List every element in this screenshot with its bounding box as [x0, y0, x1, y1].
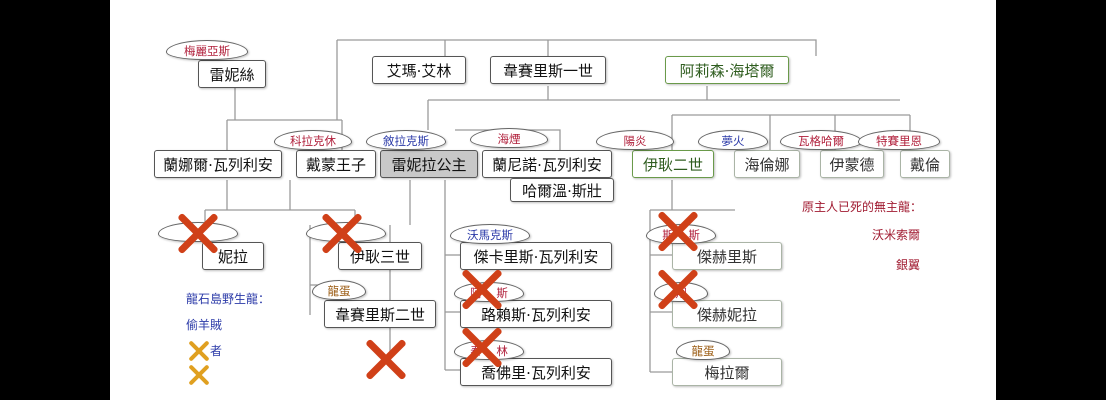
dragon-sunfyre-tag: 陽炎: [596, 130, 674, 150]
dragon-vermax-tag: 沃馬克斯: [450, 224, 530, 244]
note-silverwing: 銀翼: [896, 258, 921, 272]
dragon-egg-tag: 龍蛋: [312, 280, 366, 300]
note-dragonstone-wild: 龍石島野生龍：: [186, 292, 271, 306]
person-lucerys: 路賴斯·瓦列利安: [460, 300, 612, 328]
dragon-tessarion-tag: 特賽里恩: [858, 130, 940, 150]
deceased-cross-icon: [320, 212, 364, 256]
person-viserys-i: 韋賽里斯一世: [490, 56, 606, 84]
dragon-egg-tag: 龍蛋: [676, 340, 730, 360]
person-helaena: 海倫娜: [734, 150, 800, 178]
note-riderless-title: 原主人已死的無主龍：: [802, 200, 923, 214]
person-daemon: 戴蒙王子: [296, 150, 376, 178]
deceased-cross-icon: [460, 326, 504, 370]
person-harwin: 哈爾溫·斯壯: [510, 178, 614, 202]
dragon-seasmoke-tag: 海煙: [470, 128, 548, 148]
deceased-small-cross-icon: [188, 340, 210, 362]
deceased-small-cross-icon: [188, 364, 210, 386]
note-ghost: 者: [210, 344, 223, 358]
deceased-cross-icon: [656, 268, 700, 312]
dragon-meleys-tag: 梅麗亞斯: [166, 40, 248, 60]
person-laena: 蘭娜爾·瓦列利安: [154, 150, 282, 178]
person-aegon-ii: 伊耿二世: [632, 150, 714, 178]
person-viserys-ii: 韋賽里斯二世: [324, 300, 436, 328]
family-tree-canvas: 艾瑪·艾林 韋賽里斯一世 阿莉森·海塔爾 雷妮絲 梅麗亞斯 蘭娜爾·瓦列利安 戴…: [110, 0, 996, 400]
person-laenor: 蘭尼諾·瓦列利安: [482, 150, 612, 178]
person-jacaerys: 傑卡里斯·瓦列利安: [460, 242, 612, 270]
deceased-cross-icon: [364, 338, 408, 382]
person-rhaenys: 雷妮絲: [198, 60, 266, 88]
deceased-cross-icon: [656, 210, 700, 254]
person-emma-arryn: 艾瑪·艾林: [372, 56, 466, 84]
person-daeron: 戴倫: [900, 150, 950, 178]
deceased-cross-icon: [176, 212, 220, 256]
person-aemond: 伊蒙德: [820, 150, 884, 178]
person-maelor: 梅拉爾: [672, 358, 782, 386]
dragon-vhagar-tag: 瓦格哈爾: [780, 130, 862, 150]
dragon-syrax-tag: 敘拉克斯: [366, 130, 446, 150]
person-alicent-hightower: 阿莉森·海塔爾: [665, 56, 789, 84]
note-vermithor: 沃米索爾: [872, 228, 921, 242]
note-sheepstealer: 偷羊賊: [186, 318, 223, 332]
person-rhaenyra: 雷妮拉公主: [380, 150, 478, 178]
dragon-dreamfyre-tag: 夢火: [698, 130, 768, 150]
deceased-cross-icon: [460, 268, 504, 312]
dragon-caraxes-tag: 科拉克休: [274, 130, 352, 150]
